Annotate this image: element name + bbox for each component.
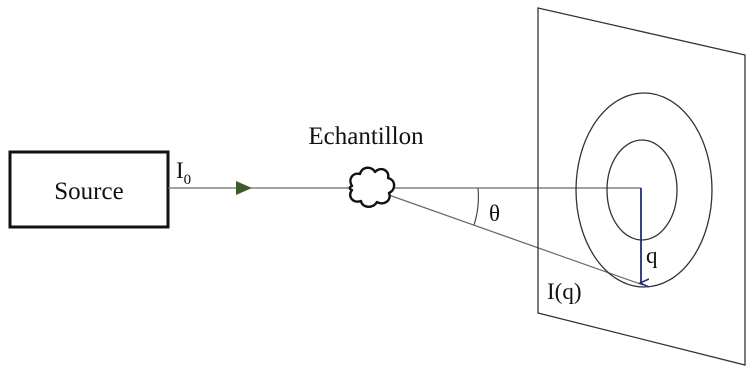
- outer-scattering-ring: [575, 92, 713, 288]
- scattering-vector-label: q: [646, 243, 658, 268]
- incident-intensity-symbol: I: [176, 158, 184, 183]
- scattered-intensity-label: I(q): [547, 279, 581, 304]
- incident-intensity-label: I0: [176, 158, 191, 188]
- scattered-beam: [385, 193, 644, 286]
- beam-direction-arrow: [236, 181, 252, 195]
- incident-intensity-subscript: 0: [184, 172, 192, 188]
- source-box: [8, 150, 170, 229]
- inner-scattering-ring: [606, 139, 678, 241]
- sample-label: Echantillon: [308, 123, 424, 150]
- sample-cloud-icon: [348, 166, 396, 208]
- scattering-angle-label: θ: [489, 201, 500, 226]
- detector-plane: [537, 7, 746, 366]
- scattering-angle-arc: [473, 187, 480, 226]
- source-label: Source: [54, 178, 123, 205]
